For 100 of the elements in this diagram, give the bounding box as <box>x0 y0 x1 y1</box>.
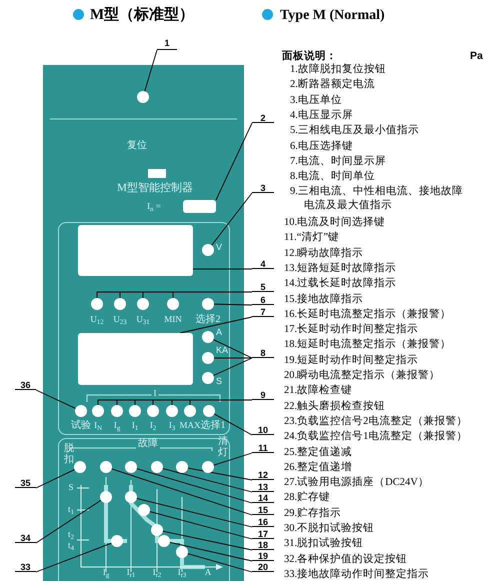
panel-label: I$_{n}$ = <box>147 202 161 211</box>
leader-line <box>214 304 252 306</box>
leader-line <box>212 339 252 358</box>
description-item: 17.长延时动作时间整定指示 <box>284 323 418 338</box>
callout-number: 13 <box>252 482 274 492</box>
callout-number: 18 <box>252 540 274 550</box>
description-item: 7.电流、时间显示屏 <box>290 154 386 169</box>
heading: M型（标准型） <box>90 5 194 25</box>
description-item: 29.贮存指示 <box>284 506 342 521</box>
leader-line <box>180 316 252 334</box>
section-heading: Pa <box>470 49 483 64</box>
callout-number: 19 <box>252 551 274 561</box>
button-label: I$_{N}$ <box>94 420 102 431</box>
display-screen <box>78 333 193 385</box>
leader-line <box>144 50 158 92</box>
axis-label: A <box>204 568 212 577</box>
description-item: 12.瞬动故障指示 <box>284 246 364 261</box>
button-label: MAX <box>180 420 200 431</box>
leader-line <box>211 192 252 246</box>
leader-line <box>36 542 112 572</box>
description-item: 16.长延时电流整定指示（兼报警） <box>284 308 452 322</box>
button-label: 选择1 <box>200 420 226 431</box>
button-label: S <box>216 376 222 386</box>
panel-label: 故障 <box>136 439 160 449</box>
description-item: 10.电流及时间选择键 <box>284 216 386 230</box>
leader-line <box>214 413 252 436</box>
axis-label: I$_{r3}$ <box>178 568 186 577</box>
button-label: U$_{23}$ <box>113 314 127 325</box>
description-item: 9.三相电流、中性相电流、接地故障电流及最大值指示 <box>290 185 464 214</box>
description-item: 27.试验用电源插座（DC24V） <box>284 476 429 490</box>
button-label: U$_{31}$ <box>136 314 150 325</box>
display-screen <box>78 225 193 276</box>
description-item: 15.接地故障指示 <box>284 292 364 306</box>
callout-number: 5 <box>252 282 274 292</box>
description-item: 21.故障检查键 <box>284 384 352 398</box>
callout-number: 8 <box>252 348 274 358</box>
description-item: 23.负载监控信号2电流整定（兼报警） <box>284 414 468 429</box>
description-item: 31.脱扣试验按钮 <box>284 537 364 552</box>
description-item: 5.三相线电压及最小值指示 <box>290 124 419 138</box>
callout-number: 33 <box>15 562 36 572</box>
description-item: 2.断路器额定电流 <box>290 78 375 92</box>
description-item: 14.过载长延时故障指示 <box>284 277 396 292</box>
panel-label: M型智能控制器 <box>117 183 193 194</box>
heading: Type M (Normal) <box>280 7 385 25</box>
callout-number: 7 <box>252 307 274 317</box>
description-item: 33.接地故障动作时间整定指示 <box>284 568 430 581</box>
axis-label: I$_{r2}$ <box>152 568 162 577</box>
description-item: 4.电压显示屏 <box>290 108 353 123</box>
description-item: 3.电压单位 <box>290 94 342 108</box>
callout-number: 9 <box>252 390 274 400</box>
callout-number: 35 <box>15 478 36 488</box>
description-item: 26.整定值递增 <box>284 460 352 475</box>
leader-line <box>149 511 252 540</box>
callout-number: 14 <box>252 493 274 503</box>
button-label: 试验 <box>71 420 91 431</box>
button-label: KA <box>216 345 228 355</box>
leader-line <box>187 553 252 572</box>
button-label: 选择2 <box>196 314 220 325</box>
description-item: 19.短延时动作时间整定指示 <box>284 354 418 368</box>
button-label: 脱扣 <box>64 444 74 465</box>
description-item: 11.“清灯”键 <box>284 231 340 246</box>
description-item: 22.触头磨损检查按钮 <box>284 400 386 414</box>
leader-line <box>36 390 76 409</box>
leader-line <box>162 530 252 550</box>
panel-label: I <box>152 389 158 398</box>
button-label: V <box>216 242 222 252</box>
leader-line <box>213 452 252 466</box>
button-label: 清灯 <box>218 437 228 458</box>
callout-number: 3 <box>252 183 274 193</box>
description-item: 25.整定值递减 <box>284 446 352 460</box>
callout-number: 34 <box>15 533 36 543</box>
description-item: 28.贮存键 <box>284 491 330 506</box>
button-label: I$_{2}$ <box>150 420 156 431</box>
description-item: 8.电流、时间单位 <box>290 170 375 184</box>
leader-line <box>169 542 252 562</box>
leader-line <box>187 468 252 480</box>
button-label: I$_{1}$ <box>132 420 138 431</box>
leader-line <box>213 358 252 376</box>
rating-field <box>183 200 216 213</box>
button-label: I$_{3}$ <box>168 420 176 431</box>
callout-number: 1 <box>157 38 177 50</box>
panel-label: 复位 <box>127 141 147 151</box>
callout-number: 10 <box>252 425 274 435</box>
tick-label: S <box>68 483 74 492</box>
callout-number: 17 <box>252 529 274 539</box>
description-item: 30.不脱扣试验按钮 <box>284 522 374 536</box>
callout-number: 20 <box>252 562 274 572</box>
description-item: 18.短延时电流整定指示（兼报警） <box>284 338 452 352</box>
button-label: MIN <box>164 314 182 325</box>
description-item: 6.电压选择键 <box>290 140 353 154</box>
callout-number: 36 <box>15 380 36 390</box>
leader-line <box>216 122 252 200</box>
callout-number: 11 <box>252 443 274 453</box>
leader-line <box>162 468 252 492</box>
leader-line <box>136 468 252 504</box>
description-item: 1.故障脱扣复位按钮 <box>290 63 386 77</box>
section-heading: 面板说明： <box>282 49 337 63</box>
description-item: 20.瞬动电流整定指示（兼报警） <box>284 369 440 383</box>
leader-line <box>111 468 252 516</box>
callout-number: 2 <box>252 113 274 123</box>
